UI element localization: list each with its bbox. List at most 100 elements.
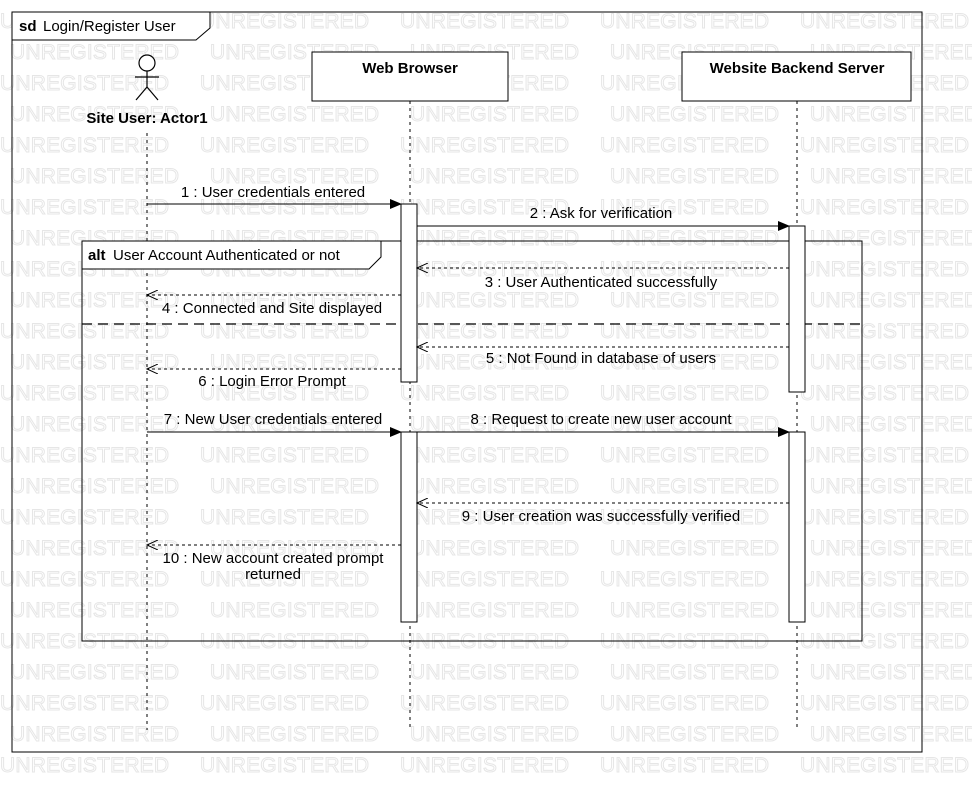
watermark-text: UNREGISTERED: [810, 537, 972, 560]
watermark-text: UNREGISTERED: [200, 196, 369, 219]
watermark-text: UNREGISTERED: [10, 103, 179, 126]
watermark-text: UNREGISTERED: [810, 475, 972, 498]
watermark-text: UNREGISTERED: [200, 506, 369, 529]
watermark-text: UNREGISTERED: [410, 475, 579, 498]
watermark-text: UNREGISTERED: [600, 382, 769, 405]
activation-server-2: [788, 431, 806, 623]
watermark-text: UNREGISTERED: [10, 599, 179, 622]
watermark-text: UNREGISTERED: [610, 599, 779, 622]
watermark-text: UNREGISTERED: [410, 661, 579, 684]
actor-stick-figure-icon[interactable]: [135, 54, 159, 101]
activation-browser-2: [400, 431, 418, 623]
watermark-text: UNREGISTERED: [10, 165, 179, 188]
watermark-text: UNREGISTERED: [810, 227, 972, 250]
watermark-text: UNREGISTERED: [610, 289, 779, 312]
watermark-text: UNREGISTERED: [810, 413, 972, 436]
watermark-text: UNREGISTERED: [210, 289, 379, 312]
watermark-text: UNREGISTERED: [10, 537, 179, 560]
watermark-text: UNREGISTERED: [610, 723, 779, 746]
alt-keyword: alt: [88, 247, 106, 264]
lifeline-head-browser[interactable]: [311, 51, 509, 102]
watermark-text: UNREGISTERED: [200, 382, 369, 405]
watermark-text: UNREGISTERED: [10, 723, 179, 746]
watermark-text: UNREGISTERED: [810, 289, 972, 312]
watermark-text: UNREGISTERED: [810, 661, 972, 684]
watermark-text: UNREGISTERED: [600, 444, 769, 467]
message-3-label: 3 : User Authenticated successfully: [485, 274, 718, 291]
watermark-text: UNREGISTERED: [410, 599, 579, 622]
watermark-text: UNREGISTERED: [0, 568, 169, 591]
watermark-text: UNREGISTERED: [200, 134, 369, 157]
watermark-text: UNREGISTERED: [800, 196, 969, 219]
watermark-text: UNREGISTERED: [210, 723, 379, 746]
message-5-label: 5 : Not Found in database of users: [486, 350, 716, 367]
watermark-text: UNREGISTERED: [0, 754, 169, 777]
activation-server-1: [788, 225, 806, 393]
message-10-label-line2: returned: [245, 566, 301, 583]
watermark-text: UNREGISTERED: [210, 661, 379, 684]
message-1-label: 1 : User credentials entered: [181, 184, 365, 201]
watermark-text: UNREGISTERED: [410, 103, 579, 126]
message-8-label: 8 : Request to create new user account: [471, 411, 733, 428]
watermark-text: UNREGISTERED: [0, 134, 169, 157]
watermark-text: UNREGISTERED: [10, 475, 179, 498]
watermark-text: UNREGISTERED: [210, 165, 379, 188]
watermark-text: UNREGISTERED: [800, 258, 969, 281]
watermark-text: UNREGISTERED: [210, 537, 379, 560]
watermark-text: UNREGISTERED: [400, 692, 569, 715]
watermark-text: UNREGISTERED: [600, 568, 769, 591]
sd-frame-keyword: sd: [19, 18, 37, 35]
watermark-text: UNREGISTERED: [600, 692, 769, 715]
watermark-text: UNREGISTERED: [200, 692, 369, 715]
watermark-text: UNREGISTERED: [410, 289, 579, 312]
watermark-text: UNREGISTERED: [400, 10, 569, 33]
watermark-text: UNREGISTERED: [410, 723, 579, 746]
actor-label: Site User: Actor1: [86, 110, 207, 127]
watermark-text: UNREGISTERED: [800, 10, 969, 33]
watermark-text: UNREGISTERED: [600, 134, 769, 157]
watermark-text: UNREGISTERED: [800, 444, 969, 467]
lifeline-label-server: Website Backend Server: [710, 60, 885, 77]
lifeline-head-server[interactable]: [681, 51, 912, 102]
watermark-text: UNREGISTERED: [610, 227, 779, 250]
watermark-text: UNREGISTERED: [0, 72, 169, 95]
message-10-label: 10 : New account created prompt: [163, 550, 385, 567]
watermark-text: UNREGISTERED: [600, 754, 769, 777]
watermark-text: UNREGISTERED: [410, 537, 579, 560]
watermark-text: UNREGISTERED: [800, 134, 969, 157]
watermark-text: UNREGISTERED: [0, 506, 169, 529]
lifeline-label-browser: Web Browser: [362, 60, 458, 77]
alt-guard: User Account Authenticated or not: [113, 247, 341, 264]
alt-fragment-tab: [81, 240, 382, 270]
watermark-text: UNREGISTERED: [600, 10, 769, 33]
watermark-text: UNREGISTERED: [400, 382, 569, 405]
watermark-text: UNREGISTERED: [10, 661, 179, 684]
watermark-text: UNREGISTERED: [410, 227, 579, 250]
watermark-text: UNREGISTERED: [200, 444, 369, 467]
watermark-text: UNREGISTERED: [400, 754, 569, 777]
sd-frame-title: Login/Register User: [43, 18, 176, 35]
watermark-text: UNREGISTERED: [10, 351, 179, 374]
watermark-text: UNREGISTERED: [200, 754, 369, 777]
watermark-text: UNREGISTERED: [810, 599, 972, 622]
watermark-text: UNREGISTERED: [600, 258, 769, 281]
watermark-text: UNREGISTERED: [810, 103, 972, 126]
watermark-text: UNREGISTERED: [610, 537, 779, 560]
watermark-text: UNREGISTERED: [0, 382, 169, 405]
watermark-text: UNREGISTERED: [400, 568, 569, 591]
watermark-text: UNREGISTERED: [810, 165, 972, 188]
watermark-text: UNREGISTERED: [610, 165, 779, 188]
watermark-text: UNREGISTERED: [800, 506, 969, 529]
watermark-text: UNREGISTERED: [0, 692, 169, 715]
watermark-text: UNREGISTERED: [800, 568, 969, 591]
watermark-text: UNREGISTERED: [610, 661, 779, 684]
watermark-text: UNREGISTERED: [810, 351, 972, 374]
watermark-text: UNREGISTERED: [610, 103, 779, 126]
alt-fragment: [81, 240, 863, 642]
watermark-text: UNREGISTERED: [600, 506, 769, 529]
watermark-text: UNREGISTERED: [810, 723, 972, 746]
message-9-label: 9 : User creation was successfully verif…: [462, 508, 740, 525]
watermark-text: UNREGISTERED: [400, 444, 569, 467]
watermark-text: UNREGISTERED: [410, 165, 579, 188]
